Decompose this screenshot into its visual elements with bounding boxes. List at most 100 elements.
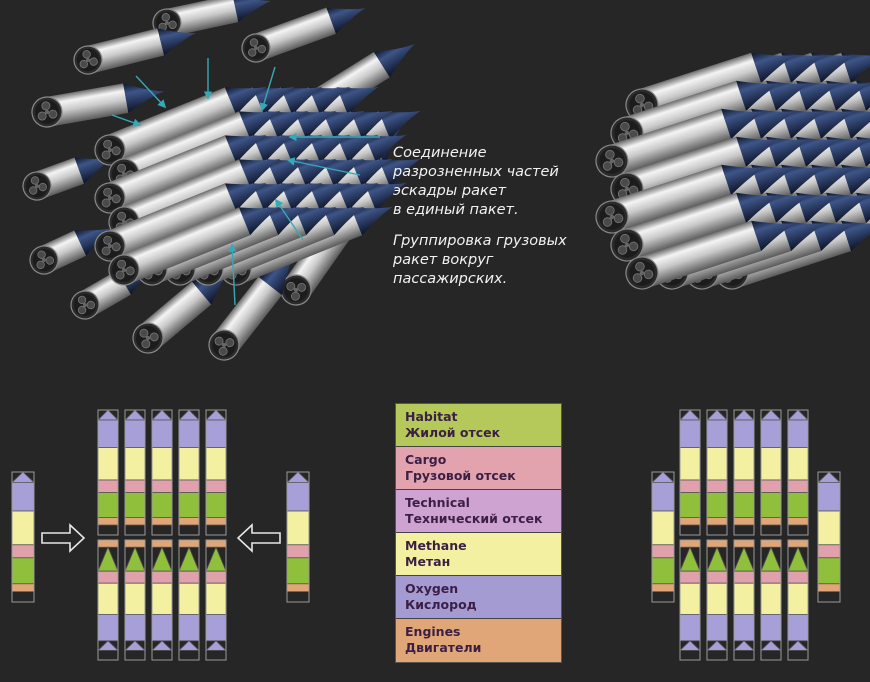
rocket-nose-section [816, 471, 842, 483]
rocket-engines-section [286, 583, 310, 592]
rocket-nose [232, 0, 272, 23]
rocket-nose [252, 182, 295, 212]
rocket-center [639, 270, 645, 276]
engine-nozzle [149, 332, 159, 342]
rocket-cargo-section [97, 479, 119, 493]
engine-nozzle [643, 269, 654, 280]
engine-nozzle [36, 260, 45, 269]
rocket-methane-section [651, 510, 675, 546]
caption-line1: Соединение разрозненных частей эскадры р… [393, 145, 559, 218]
rocket-nose [322, 110, 365, 140]
legend-technical-en: Technical [405, 495, 470, 510]
rocket-nose [811, 108, 856, 140]
engine-nozzle [139, 328, 149, 338]
rocket-schematic [124, 539, 146, 661]
rocket-oxygen-section [124, 419, 146, 448]
engine-nozzle [602, 217, 613, 227]
rocket [31, 83, 165, 128]
rocket-engines-section [706, 539, 728, 548]
legend-methane: Methane Метан [396, 533, 561, 576]
rocket-methane-section [679, 582, 701, 615]
legend-habitat-ru: Жилой отсек [405, 425, 501, 440]
rocket-cargo-section [706, 479, 728, 493]
rocket-nose [308, 182, 351, 212]
rocket-nose [751, 220, 796, 252]
rocket-center [83, 303, 87, 307]
rocket-center [107, 195, 113, 201]
rocket-outline [706, 409, 728, 536]
rocket-nose [736, 80, 781, 112]
engine-nozzle [101, 150, 111, 160]
engine-nozzle [168, 20, 177, 29]
engine-nozzle [605, 149, 615, 160]
rocket-habitat-section [286, 557, 310, 585]
rocket-cargo-section [760, 570, 782, 584]
rocket-engines-section [97, 539, 119, 548]
rocket-nose [796, 192, 841, 224]
rocket-nose [811, 52, 856, 84]
rocket-body [164, 0, 239, 37]
rocket-cargo-section [205, 479, 227, 493]
rocket-nose [766, 192, 811, 224]
rocket-oxygen-section [787, 614, 809, 642]
rocket-nose-section [124, 409, 146, 421]
assembly-arrow [111, 114, 142, 127]
rocket-nose [280, 182, 323, 212]
rocket-engines-section [787, 517, 809, 526]
engine-nozzle [297, 282, 307, 292]
engine-nozzle [161, 13, 170, 22]
rocket-nose [841, 108, 870, 140]
caption-line2: Группировка грузовых ракет вокруг пассаж… [393, 233, 567, 287]
rocket-habitat-section [178, 492, 200, 518]
rocket-outline [151, 409, 173, 536]
rocket-methane-section [97, 447, 119, 481]
legend-methane-en: Methane [405, 538, 467, 553]
rocket [610, 192, 781, 262]
engine-nozzle [605, 205, 615, 216]
engine-nozzle [635, 261, 645, 272]
rocket-body [104, 87, 237, 164]
rocket-habitat-section [205, 492, 227, 518]
legend-engines-ru: Двигатели [405, 640, 482, 655]
rocket-nose [781, 220, 826, 252]
rocket-schematic [178, 539, 200, 661]
engine-nozzle [77, 295, 87, 305]
rocket-cargo-section [124, 479, 146, 493]
engine-nozzle [48, 109, 58, 119]
rocket-oxygen-section [178, 419, 200, 448]
rocket-nose-section [706, 409, 728, 421]
rocket-schematic [679, 539, 701, 661]
rocket-habitat-section [205, 546, 227, 572]
rocket-nose [280, 134, 323, 164]
rocket-nose [796, 136, 841, 168]
legend-cargo-ru: Грузовой отсек [405, 468, 516, 483]
rocket-methane-section [706, 582, 728, 615]
engine-nozzle [117, 259, 127, 269]
engine-nozzle [248, 48, 257, 57]
rocket-nose-section [787, 640, 809, 651]
rocket-engines-section [651, 583, 675, 592]
rocket-nose [736, 192, 781, 224]
rocket [595, 108, 766, 178]
rocket-nose [378, 110, 421, 140]
rocket-schematic [97, 539, 119, 661]
rocket-oxygen-section [706, 614, 728, 642]
legend-habitat: Habitat Жилой отсек [396, 404, 561, 447]
rocket-methane-section [97, 582, 119, 615]
rocket-outline [124, 539, 146, 661]
engine-nozzle [103, 139, 113, 149]
rocket [208, 255, 295, 361]
rocket-oxygen-section [733, 419, 755, 448]
engine-nozzle [617, 245, 628, 255]
rocket-habitat-section [706, 546, 728, 572]
rocket-outline [205, 409, 227, 536]
rocket-habitat-section [706, 492, 728, 518]
rocket-nose-section [285, 471, 311, 483]
rocket-nose [266, 110, 309, 140]
rocket-nose [294, 110, 337, 140]
rocket-body [251, 7, 336, 62]
rocket-nose-section [151, 640, 173, 651]
rocket-nose [123, 83, 165, 113]
engine-nozzle [101, 198, 111, 208]
rocket-oxygen-section [760, 419, 782, 448]
